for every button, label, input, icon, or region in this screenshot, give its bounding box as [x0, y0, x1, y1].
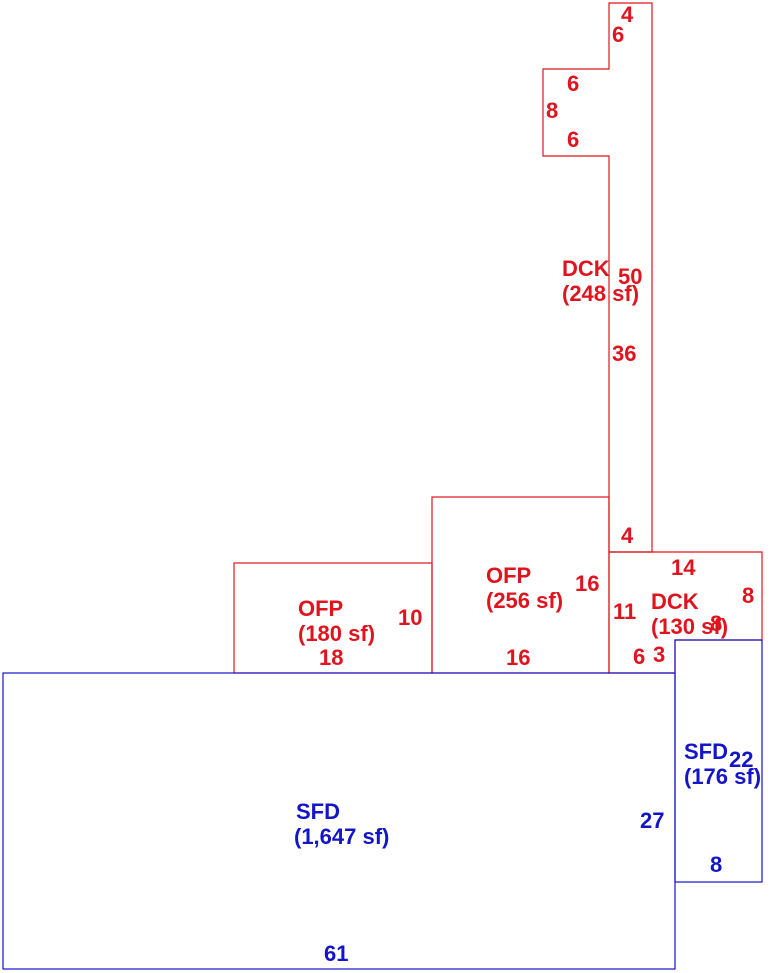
dck-top-area: (248 sf)	[562, 281, 639, 306]
dim-dck-top-cap: 4	[621, 2, 634, 27]
ofp-mid-code: OFP	[486, 563, 531, 588]
dim-ofp-mid-height: 16	[575, 571, 599, 596]
dim-sfd-side-height: 22	[729, 747, 753, 772]
dim-ofp-mid-width: 16	[506, 645, 530, 670]
ofp-left-area: (180 sf)	[298, 621, 375, 646]
dck-right-area: (130 sf)	[651, 614, 728, 639]
dim-dck-top-base: 4	[621, 523, 634, 548]
dck-top-outline	[542, 2, 653, 553]
dim-sfd-side-width: 8	[710, 852, 722, 877]
ofp-left-code: OFP	[298, 596, 343, 621]
sfd-main-area: (1,647 sf)	[294, 824, 389, 849]
dim-ofp-left-width: 18	[319, 645, 343, 670]
dim-ofp-left-height: 10	[398, 605, 422, 630]
dim-dck-right-top: 14	[671, 555, 696, 580]
sfd-side-code: SFD	[684, 739, 728, 764]
dim-dck-right-left: 11	[613, 599, 636, 624]
dim-dck-top-notch-bottom: 6	[567, 127, 579, 152]
sfd-side-outline	[674, 639, 763, 883]
dim-dck-top-lower: 36	[612, 341, 636, 366]
dck-top-code: DCK	[562, 256, 610, 281]
dim-dck-right-side: 8	[742, 583, 754, 608]
dim-dck-top-step: 6	[612, 22, 624, 47]
sfd-side-area: (176 sf)	[684, 764, 761, 789]
dim-dck-top-notch-top: 6	[567, 71, 579, 96]
dim-dck-right-bottom-a: 6	[633, 644, 645, 669]
dim-dck-right-inner: 8	[710, 611, 722, 636]
dim-dck-right-bottom-b: 3	[653, 642, 665, 667]
dim-dck-top-notch-side: 8	[546, 98, 558, 123]
sfd-main-code: SFD	[296, 799, 340, 824]
dim-sfd-main-side: 27	[640, 808, 664, 833]
dck-right-code: DCK	[651, 589, 699, 614]
ofp-mid-area: (256 sf)	[486, 588, 563, 613]
dim-dck-top-height: 50	[618, 264, 642, 289]
dim-sfd-main-width: 61	[324, 941, 348, 966]
